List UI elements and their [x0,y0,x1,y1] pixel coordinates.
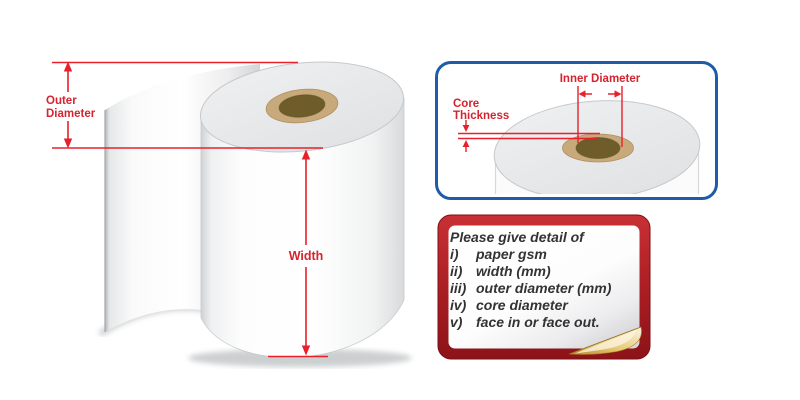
width-arrowhead-down [301,345,311,356]
note-item-text: core diameter [476,297,568,313]
note-item-text: outer diameter (mm) [476,280,612,296]
inner-diameter-right-arrowhead [614,90,622,98]
note-item: iv) core diameter [450,297,640,314]
note-item: i) paper gsm [450,246,640,263]
core-thickness-label-line2: Thickness [453,110,509,122]
note-item-numeral: iii) [450,280,467,296]
core-thickness-label-line1: Core [453,98,479,110]
page-curl-highlight [575,330,636,354]
outer-diameter-label-line2: Diameter [46,108,96,120]
card-page [448,225,640,349]
roll-ground-shadow [188,349,412,367]
outer-diameter-arrowhead-up [63,61,73,72]
page-curl-dark-edge [568,326,642,355]
note-intro: Please give detail of [450,229,584,245]
top-view-figure: Inner Diameter Core Thickness [453,73,701,194]
top-view-panel: Inner Diameter Core Thickness [435,61,718,200]
note-item: v) face in or face out. [450,314,640,331]
note-item-text: width (mm) [476,263,551,279]
note-item: ii) width (mm) [450,263,640,280]
outer-diameter-label-line1: Outer [46,95,77,107]
note-card [437,214,651,360]
width-arrowhead-up [301,149,311,160]
inner-diameter-left-arrowhead [578,90,586,98]
width-label: Width [289,249,324,263]
inner-diameter-label: Inner Diameter [560,73,641,85]
note-item-numeral: v) [450,314,463,330]
core-thickness-up-arrowhead [462,140,470,147]
core-hole [278,94,326,118]
note-card-frame [437,214,651,360]
note-item: iii) outer diameter (mm) [450,280,640,297]
outer-diameter-arrowhead-down [63,138,73,149]
note-item-text: paper gsm [476,246,547,262]
note-item-numeral: iv) [450,297,467,313]
outer-diameter-label-bg [44,92,102,121]
note-item-numeral: i) [450,246,459,262]
note-item-numeral: ii) [450,263,463,279]
core-thickness-down-arrowhead [462,125,470,132]
note-card-text: Please give detail of i) paper gsm ii) wid… [450,229,640,331]
panel-core-hole [575,137,621,159]
note-item-text: face in or face out. [476,314,600,330]
